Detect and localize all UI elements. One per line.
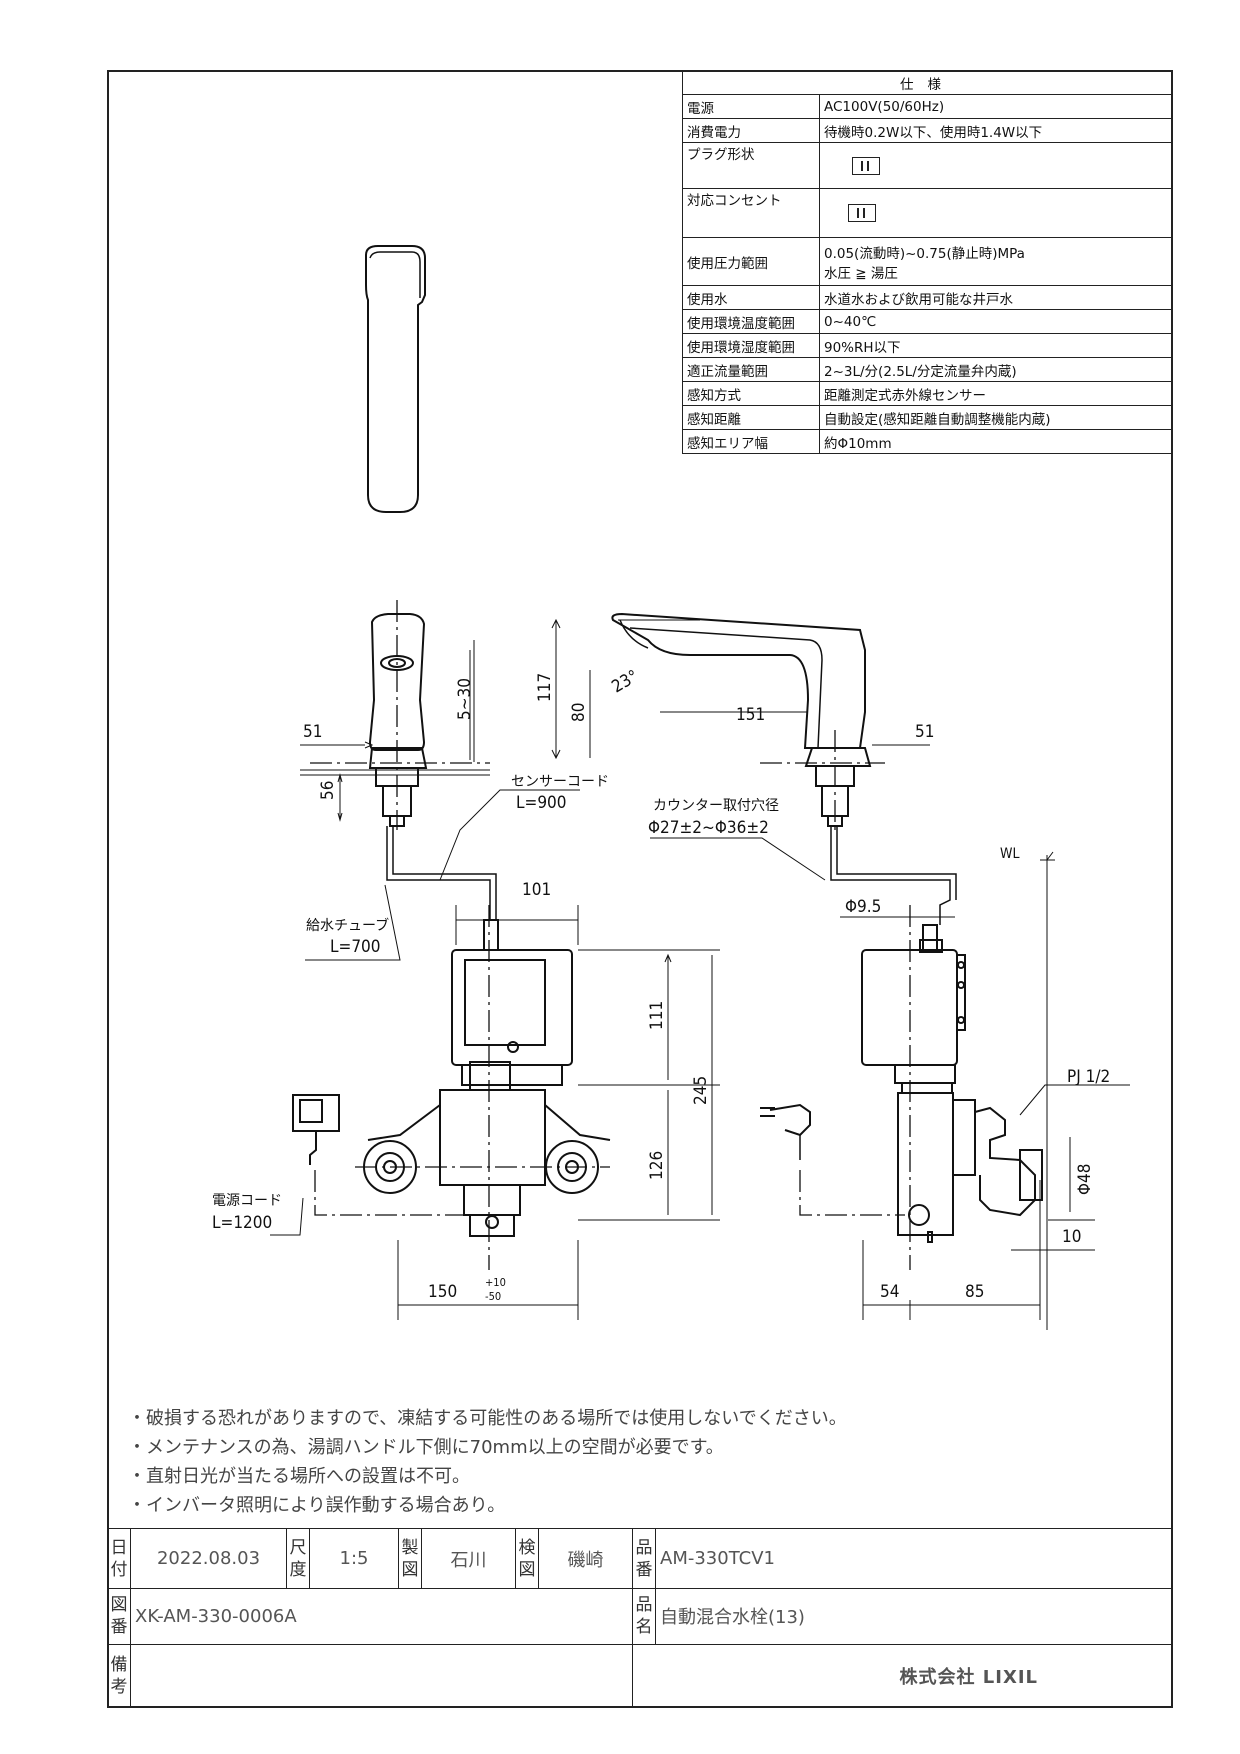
dim-111: 111 [647,1001,667,1030]
spec-row: 感知エリア幅約Φ10mm [682,429,1173,454]
dim-23-deg: 23° [609,666,642,697]
dim-245: 245 [691,1076,711,1105]
spec-value: 0.05(流動時)~0.75(静止時)MPa 水圧 ≧ 湯圧 [819,237,1173,286]
front-view-faucet [368,613,499,951]
spec-value-line2: 水圧 ≧ 湯圧 [824,265,898,282]
product-no-label: 品番 [632,1527,656,1590]
dim-51-left: 51 [303,722,322,742]
note-item: ・破損する恐れがありますので、凍結する可能性のある場所では使用しないでください。 [128,1408,847,1429]
spec-label: 使用環境温度範囲 [682,309,820,334]
note-item: ・インバータ照明により誤作動する場合あり。 [128,1495,506,1516]
remarks-value [130,1643,633,1709]
note-item: ・メンテナンスの為、湯調ハンドル下側に70mm以上の空間が必要です。 [128,1437,724,1458]
spec-label: 対応コンセント [682,188,820,238]
dim-117: 117 [535,673,555,702]
notes: ・破損する恐れがありますので、凍結する可能性のある場所では使用しないでください。… [128,1404,847,1520]
dim-150-tol-minus: -50 [485,1290,501,1303]
checked-value: 磯崎 [538,1527,633,1590]
label-power-cord: 電源コード [212,1193,282,1209]
scale-value: 1:5 [309,1527,399,1590]
spout-top-view [365,245,426,513]
product-no-value: AM-330TCV1 [655,1527,1173,1590]
spec-value: 自動設定(感知距離自動調整機能内蔵) [819,405,1173,430]
spec-value: 約Φ10mm [819,429,1173,454]
spec-value [819,142,1173,189]
dim-151: 151 [736,705,765,725]
dim-51-right: 51 [915,722,934,742]
dim-101: 101 [522,880,551,900]
spec-value: 0~40℃ [819,309,1173,334]
spec-label: 感知距離 [682,405,820,430]
checked-label: 検図 [515,1527,539,1590]
spec-row: 感知距離自動設定(感知距離自動調整機能内蔵) [682,405,1173,430]
control-box-front [292,949,611,1237]
scale-label: 尺度 [286,1527,310,1590]
plug-shape-icon [852,156,880,175]
spec-value: 水道水および飲用可能な井戸水 [819,285,1173,310]
product-name-value: 自動混合水栓(13) [655,1588,1173,1645]
note-item: ・直射日光が当たる場所への設置は不可。 [128,1466,470,1487]
spec-label: 感知方式 [682,381,820,406]
spec-label: プラグ形状 [682,142,820,189]
dim-54: 54 [880,1282,899,1302]
label-sensor-cord: センサーコード [511,774,609,790]
title-block: 日付 2022.08.03 尺度 1:5 製図 石川 検図 磯崎 品番 AM-3… [107,1527,1173,1709]
drawn-label: 製図 [398,1527,422,1590]
dim-10: 10 [1062,1227,1081,1247]
dim-85: 85 [965,1282,984,1302]
spec-row: 使用水水道水および飲用可能な井戸水 [682,285,1173,310]
spec-label: 使用環境湿度範囲 [682,333,820,358]
dim-5-30: 5~30 [455,678,475,720]
drawn-value: 石川 [421,1527,516,1590]
label-counter-hole-dim: Φ27±2~Φ36±2 [648,818,769,838]
date-label: 日付 [107,1527,131,1590]
label-counter-hole: カウンター取付穴径 [653,798,779,814]
spec-label: 使用圧力範囲 [682,237,820,286]
label-sensor-cord-length: L=900 [516,793,567,813]
label-supply-tube-length: L=700 [330,937,381,957]
label-power-cord-length: L=1200 [212,1213,272,1233]
dim-80: 80 [569,703,589,722]
date-value: 2022.08.03 [130,1527,287,1590]
dim-126: 126 [647,1151,667,1180]
remarks-label: 備考 [107,1643,131,1709]
spec-value-line1: 0.05(流動時)~0.75(静止時)MPa [824,245,1025,262]
product-name-label: 品名 [632,1588,656,1645]
spec-label: 電源 [682,94,820,119]
outlet-shape-icon [848,204,876,222]
company-logo: 株式会社 LIXIL [632,1643,1173,1709]
drawing-no-value: XK-AM-330-0006A [130,1588,633,1645]
spec-row: 感知方式距離測定式赤外線センサー [682,381,1173,406]
spec-value: 距離測定式赤外線センサー [819,381,1173,406]
spec-value: AC100V(50/60Hz) [819,94,1173,119]
dim-150: 150 [428,1282,457,1302]
dim-56: 56 [318,781,338,800]
spec-row: プラグ形状 [682,142,1173,189]
label-wl: WL [1000,846,1019,862]
dim-48: Φ48 [1075,1164,1095,1196]
label-pj: PJ 1/2 [1067,1067,1110,1087]
drawing-no-label: 図番 [107,1588,131,1645]
dim-150-tol-plus: +10 [485,1276,506,1289]
dim-9-5: Φ9.5 [845,897,881,917]
label-supply-tube: 給水チューブ [306,917,389,934]
side-view-faucet [611,612,1043,1243]
